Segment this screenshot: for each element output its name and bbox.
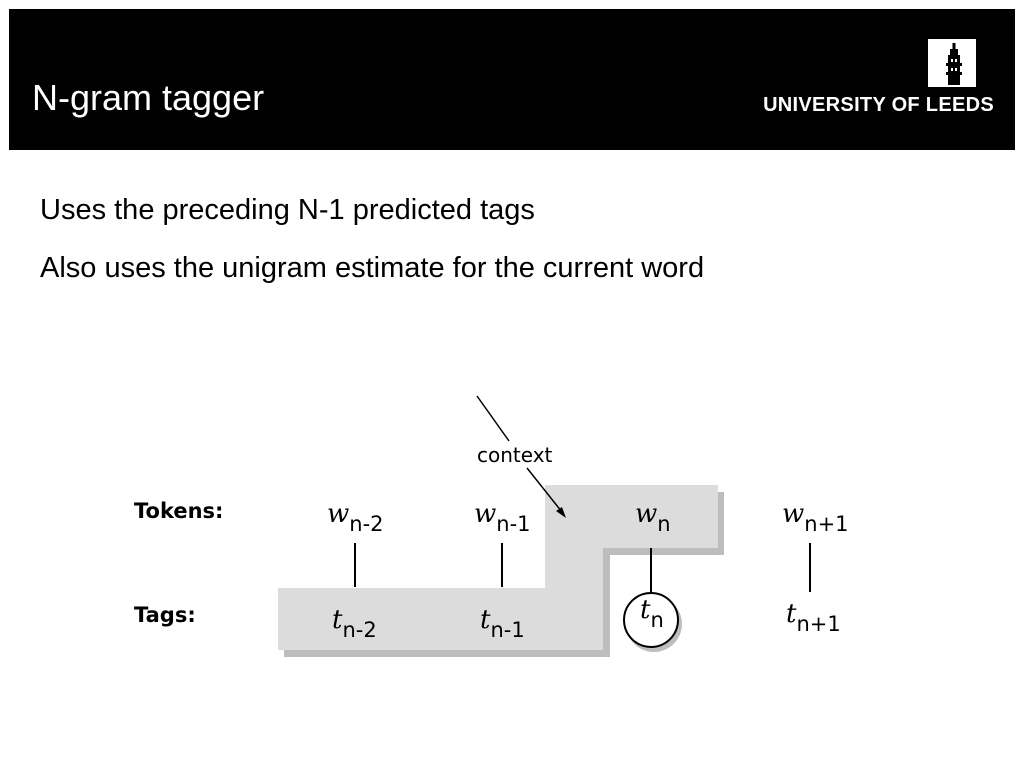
slide-header	[9, 9, 1015, 150]
tag-t-n-1: tn-1	[480, 605, 525, 642]
arrowhead-icon	[556, 507, 566, 518]
tags-row-label: Tags:	[134, 603, 196, 627]
university-logo-text: UNIVERSITY OF LEEDS	[763, 94, 994, 116]
tag-t-n: tn	[640, 595, 664, 632]
context-arrow-line	[526, 467, 563, 513]
token-w-n-plus-1: wn+1	[782, 499, 849, 536]
token-w-n-1: wn-1	[474, 499, 531, 536]
tokens-row-label: Tokens:	[134, 499, 223, 523]
tag-t-n-2: tn-2	[332, 605, 377, 642]
tag-t-n-plus-1: tn+1	[786, 599, 841, 636]
token-w-n-2: wn-2	[327, 499, 384, 536]
context-label: context	[477, 443, 553, 467]
context-region	[278, 485, 718, 650]
token-w-n: wn	[635, 499, 671, 536]
current-tag-circle	[623, 592, 679, 648]
bullet-item: Also uses the unigram estimate for the c…	[40, 252, 705, 284]
slide-title: N-gram tagger	[32, 77, 265, 118]
bullet-list: Uses the preceding N-1 predicted tags Al…	[40, 193, 704, 309]
university-crest-icon	[928, 39, 976, 87]
context-pointer-line	[476, 395, 510, 442]
bullet-item: Uses the preceding N-1 predicted tags	[40, 194, 535, 226]
